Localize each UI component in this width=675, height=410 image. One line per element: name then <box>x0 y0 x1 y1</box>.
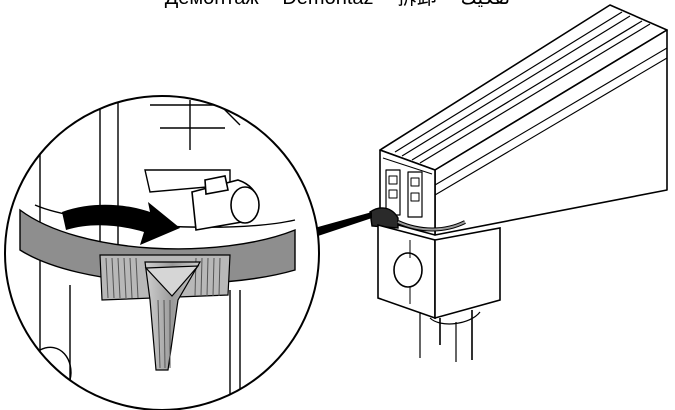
multilingual-caption: Демонтаж Demontaż 拆卸 تفكيك <box>0 0 675 9</box>
cable-clip <box>369 207 466 232</box>
rotary-knob <box>99 254 231 371</box>
adapter-housing <box>377 223 501 362</box>
rotation-arrow <box>62 202 180 245</box>
caption-zh: 拆卸 <box>397 0 437 9</box>
track-rail <box>379 4 668 236</box>
locking-lever <box>191 175 260 231</box>
magnifier-callout <box>4 95 320 410</box>
caption-ar: تفكيك <box>461 0 511 9</box>
caption-ru: Демонтаж <box>165 0 259 9</box>
caption-pl: Demontaż <box>282 0 373 9</box>
